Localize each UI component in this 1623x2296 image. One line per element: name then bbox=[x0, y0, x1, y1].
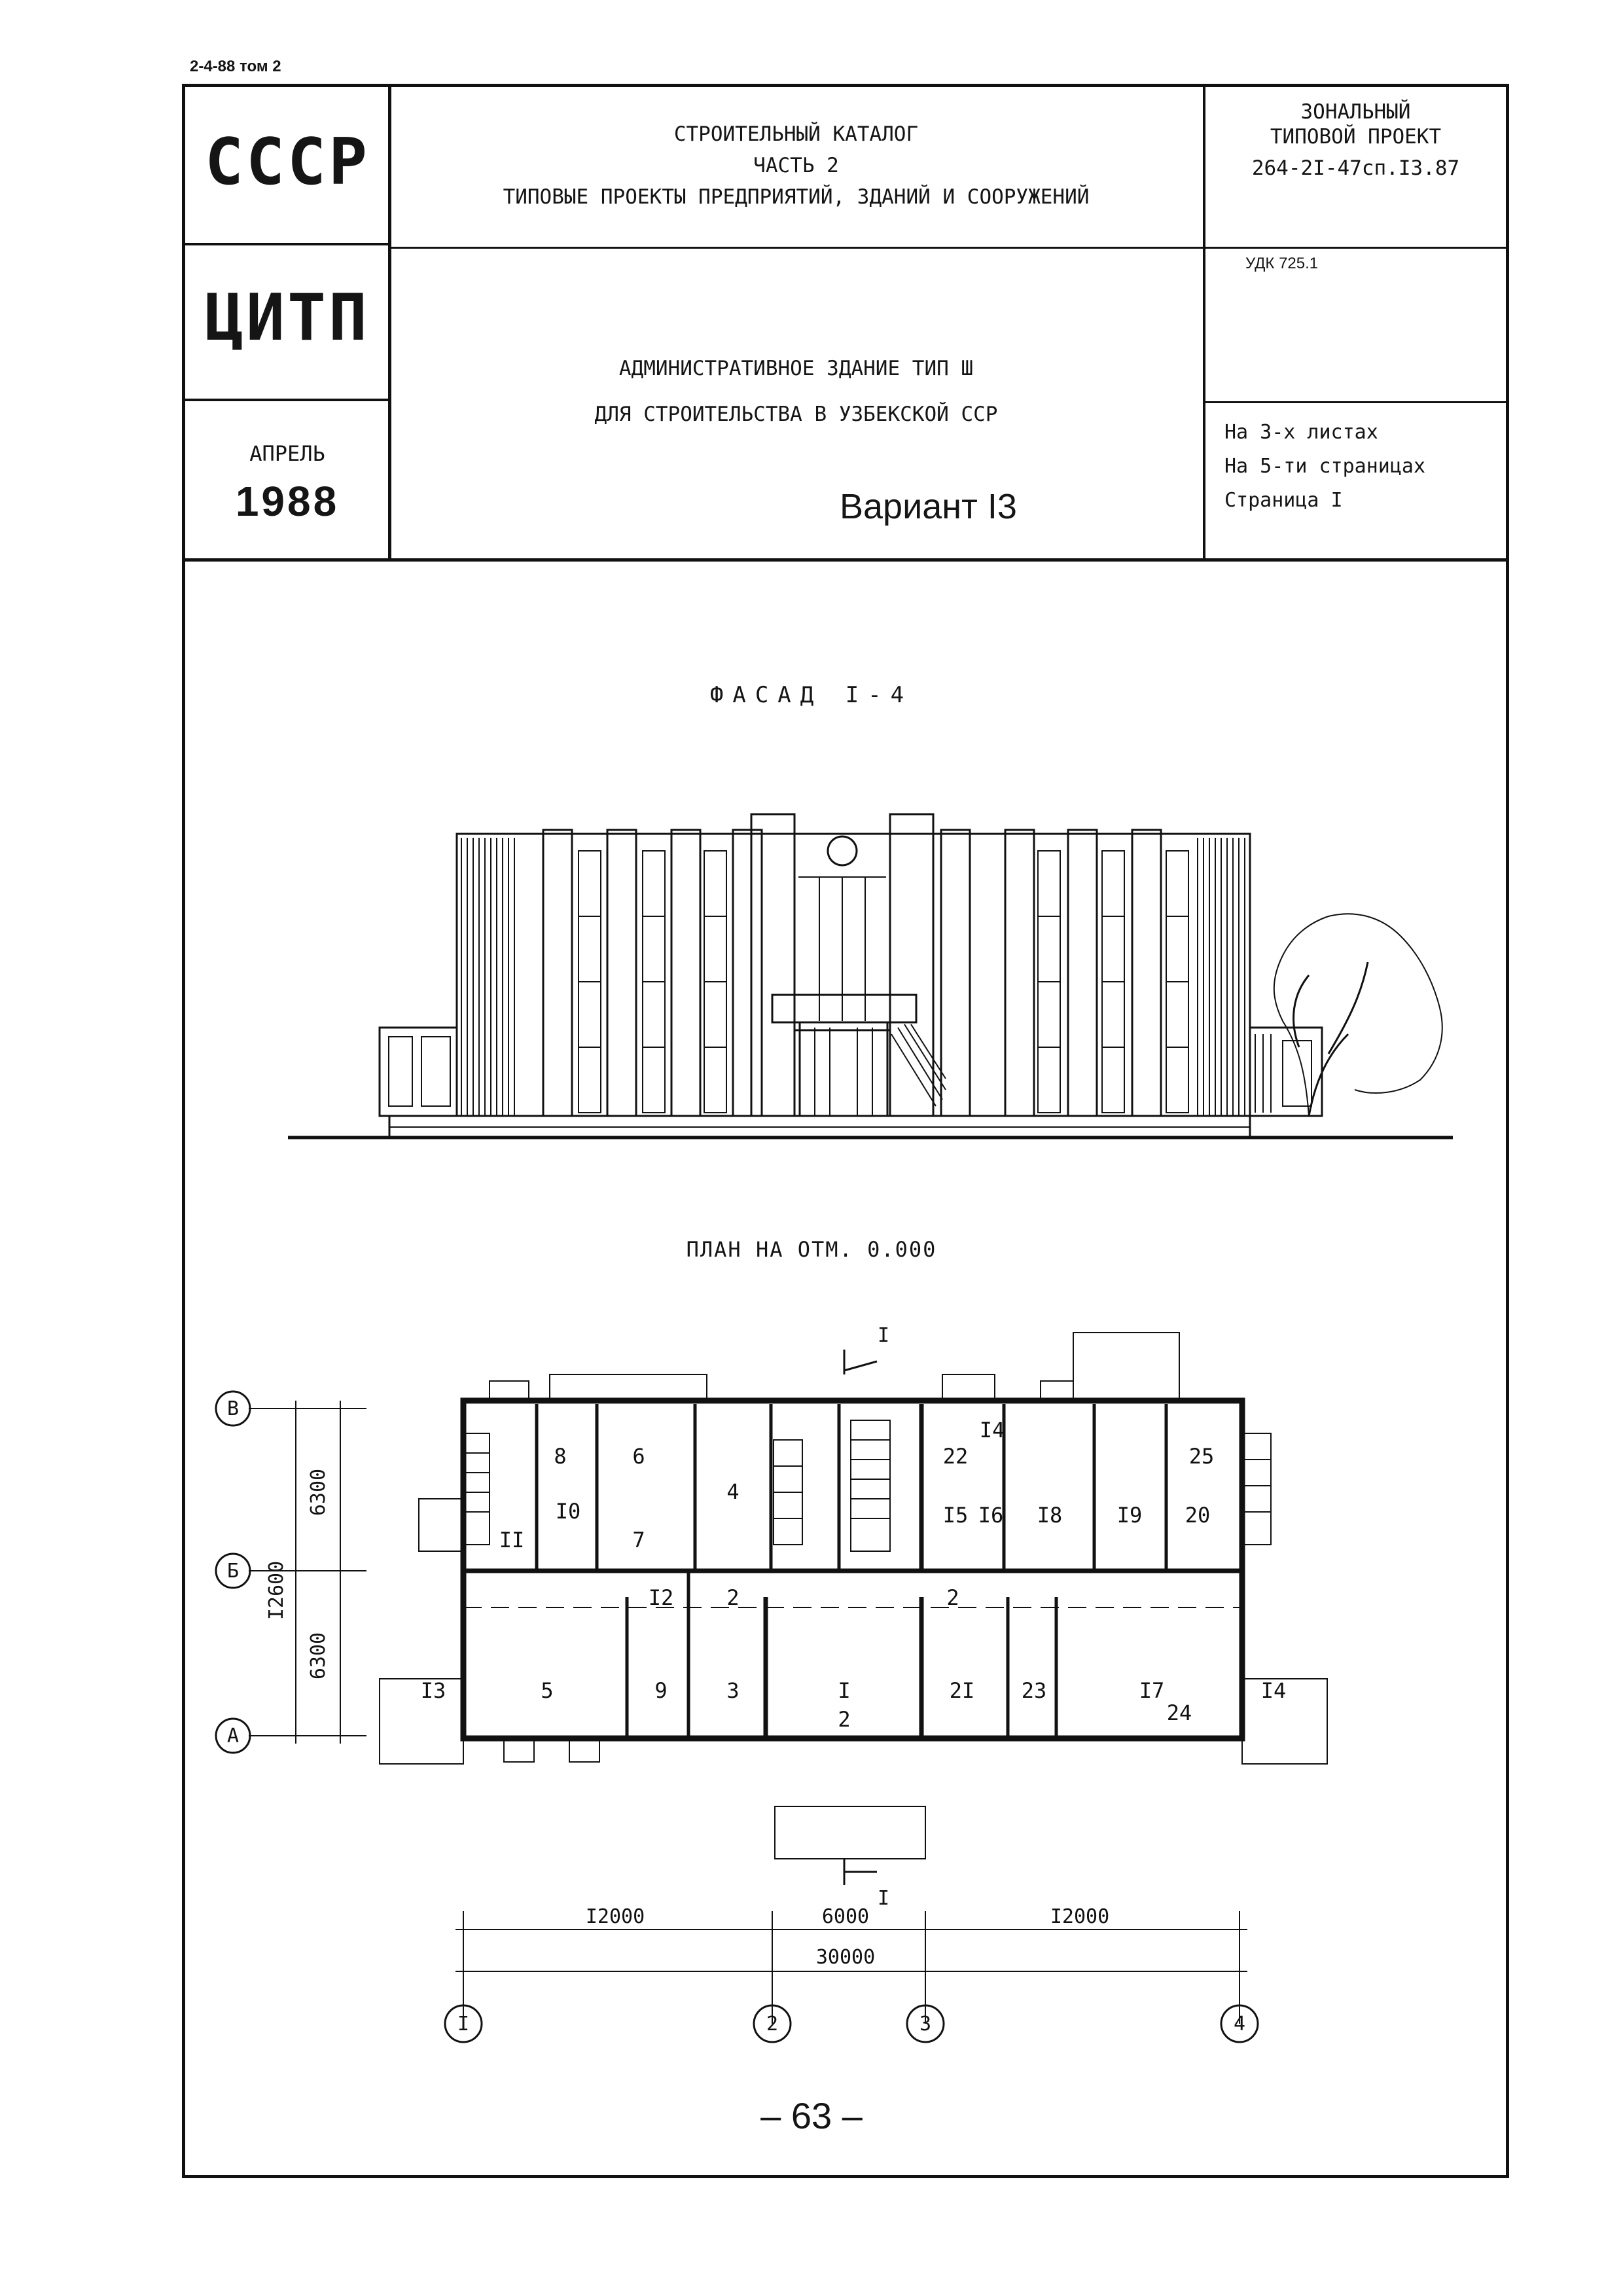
room-label: 2I bbox=[950, 1678, 975, 1703]
room-label: 20 bbox=[1185, 1503, 1211, 1528]
dim-vertical-top: 6300 bbox=[307, 1469, 330, 1516]
catalog-line-3: ТИПОВЫЕ ПРОЕКТЫ ПРЕДПРИЯТИЙ, ЗДАНИЙ И СО… bbox=[503, 185, 1090, 209]
room-label: I8 bbox=[1037, 1503, 1063, 1528]
udk-label: УДК 725.1 bbox=[1245, 255, 1319, 272]
room-label: I5 bbox=[943, 1503, 969, 1528]
drawing-frame: СССР ЦИТП АПРЕЛЬ 1988 СТРОИТЕЛЬНЫЙ КАТАЛ… bbox=[182, 84, 1509, 2178]
month-label: АПРЕЛЬ bbox=[249, 441, 325, 466]
axis-col-2: 2 bbox=[766, 2013, 778, 2036]
pages-count: На 5-ти страницах bbox=[1224, 455, 1426, 478]
room-label: 9 bbox=[654, 1678, 667, 1703]
room-label: I2 bbox=[649, 1585, 674, 1610]
room-label: 2 bbox=[946, 1585, 959, 1610]
page-number: – 63 – bbox=[760, 2095, 863, 2136]
room-label: 3 bbox=[726, 1678, 739, 1703]
room-label: 25 bbox=[1189, 1444, 1215, 1469]
dim-total: 30000 bbox=[816, 1946, 875, 1969]
axis-row-v: В bbox=[227, 1397, 239, 1420]
center-cell-divider bbox=[389, 247, 1506, 249]
axis-col-4: 4 bbox=[1234, 2013, 1245, 2036]
org-label: ЦИТП bbox=[204, 281, 370, 355]
dim-vertical-total: I2600 bbox=[265, 1561, 288, 1620]
room-label: 23 bbox=[1022, 1678, 1047, 1703]
section-mark-bottom: I bbox=[878, 1887, 889, 1910]
room-label: 8 bbox=[554, 1444, 566, 1469]
room-label: 7 bbox=[632, 1528, 645, 1552]
title-block-bottom-line bbox=[185, 558, 1506, 562]
room-label: II bbox=[499, 1528, 525, 1552]
room-label: I3 bbox=[421, 1678, 446, 1703]
catalog-line-2: ЧАСТЬ 2 bbox=[753, 154, 839, 177]
axis-col-3: 3 bbox=[919, 2013, 931, 2036]
variant-label: Вариант I3 bbox=[840, 487, 1017, 526]
page-label: Страница I bbox=[1224, 489, 1343, 512]
room-label: 4 bbox=[726, 1479, 739, 1504]
project-number: 264-2I-47сп.I3.87 bbox=[1251, 156, 1460, 180]
section-mark-top: I bbox=[878, 1324, 889, 1347]
project-kind-1: ЗОНАЛЬНЫЙ bbox=[1300, 100, 1411, 124]
axis-row-a: А bbox=[227, 1725, 239, 1748]
country-label: СССР bbox=[204, 125, 370, 200]
room-label: 5 bbox=[541, 1678, 553, 1703]
axis-col-1: I bbox=[457, 2013, 469, 2036]
room-label: 2 bbox=[838, 1707, 850, 1732]
right-cell-divider bbox=[1204, 401, 1506, 403]
room-label: 22 bbox=[943, 1444, 969, 1469]
room-label: I7 bbox=[1139, 1678, 1165, 1703]
catalog-line-1: СТРОИТЕЛЬНЫЙ КАТАЛОГ bbox=[673, 122, 919, 146]
room-label: I0 bbox=[556, 1499, 581, 1524]
dim-horizontal-1: I2000 bbox=[586, 1905, 645, 1928]
left-cell-divider-1 bbox=[185, 243, 389, 245]
room-label: I6 bbox=[978, 1503, 1004, 1528]
room-label: I9 bbox=[1117, 1503, 1143, 1528]
document-code: 2-4-88 том 2 bbox=[190, 58, 281, 75]
room-label: I bbox=[838, 1678, 850, 1703]
room-label: 6 bbox=[632, 1444, 645, 1469]
project-kind-2: ТИПОВОЙ ПРОЕКТ bbox=[1270, 125, 1442, 149]
left-cell-divider-2 bbox=[185, 399, 389, 401]
title-block-right-divider bbox=[1203, 87, 1205, 562]
building-line-1: АДМИНИСТРАТИВНОЕ ЗДАНИЕ ТИП Ш bbox=[618, 357, 974, 380]
dim-horizontal-2: 6000 bbox=[822, 1905, 869, 1928]
plan-title: ПЛАН НА ОТМ. 0.000 bbox=[686, 1237, 937, 1262]
room-label: 24 bbox=[1167, 1700, 1192, 1725]
room-label: I4 bbox=[980, 1418, 1005, 1443]
title-block-left-divider bbox=[388, 87, 391, 562]
dim-vertical-bottom: 6300 bbox=[307, 1632, 330, 1679]
sheets-count: На 3-х листах bbox=[1224, 421, 1378, 444]
building-line-2: ДЛЯ СТРОИТЕЛЬСТВА В УЗБЕКСКОЙ ССР bbox=[594, 403, 998, 426]
year-label: 1988 bbox=[235, 478, 340, 525]
room-label: I4 bbox=[1261, 1678, 1287, 1703]
axis-row-b: Б bbox=[227, 1560, 239, 1583]
room-label: 2 bbox=[726, 1585, 739, 1610]
dim-horizontal-3: I2000 bbox=[1050, 1905, 1109, 1928]
facade-title: ФАСАД I-4 bbox=[709, 682, 914, 708]
